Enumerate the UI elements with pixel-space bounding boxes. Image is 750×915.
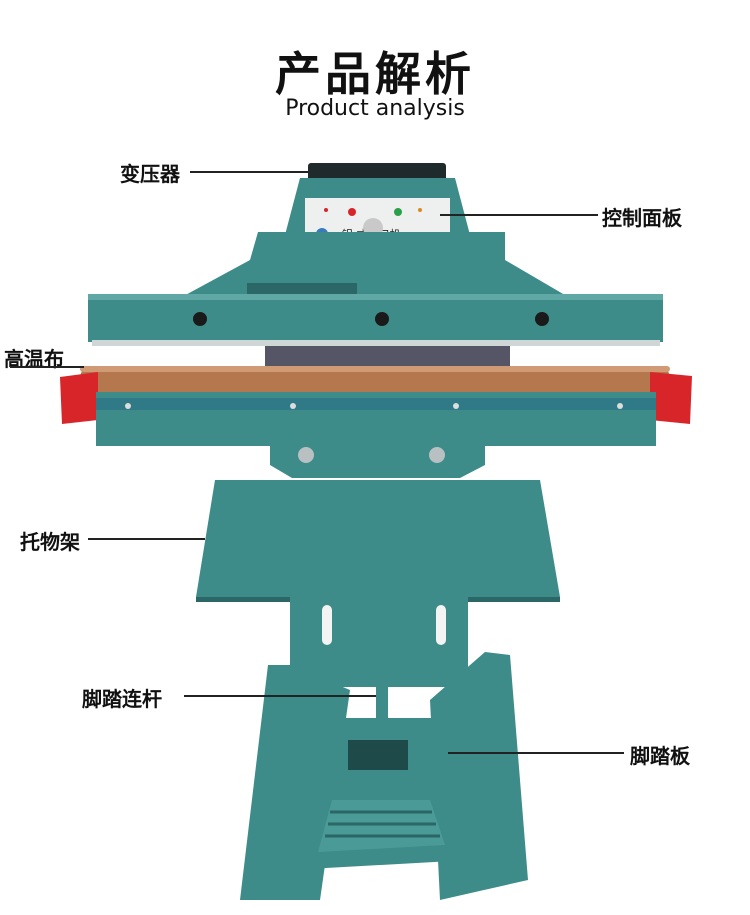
bolt-hole-left [193, 312, 207, 326]
spring-mechanism [265, 346, 510, 368]
indicator-light-orange [418, 208, 422, 212]
bolt-hole-center [375, 312, 389, 326]
page-subtitle: Product analysis [285, 96, 465, 121]
indicator-light-red [348, 208, 356, 216]
callout-pedal-plate: 脚踏板 [630, 744, 690, 768]
arm-slot [247, 283, 357, 295]
heat-cloth-bar [80, 366, 670, 396]
tray-rack [196, 480, 560, 597]
page-title: 产品解析 [275, 47, 475, 101]
callout-tray-rack: 托物架 [20, 530, 80, 554]
bracket-bolt-right [429, 447, 445, 463]
upper-arm [180, 232, 570, 298]
leader-control-panel [440, 214, 598, 216]
leader-pedal-rod [184, 695, 376, 697]
end-cap-right [650, 372, 692, 424]
indicator-light-red-2 [324, 208, 328, 212]
support-bracket [270, 432, 485, 478]
leader-pedal-plate [448, 752, 624, 754]
leader-heat-cloth [10, 366, 84, 368]
leader-transformer [190, 171, 308, 173]
callout-control-panel: 控制面板 [602, 206, 682, 230]
callout-pedal-rod: 脚踏连杆 [82, 687, 162, 711]
end-cap-left [60, 372, 98, 424]
leader-tray-rack [88, 538, 205, 540]
bolt-hole-right [535, 312, 549, 326]
indicator-light-green [394, 208, 402, 216]
bracket-bolt-left [298, 447, 314, 463]
callout-transformer: 变压器 [120, 162, 180, 186]
